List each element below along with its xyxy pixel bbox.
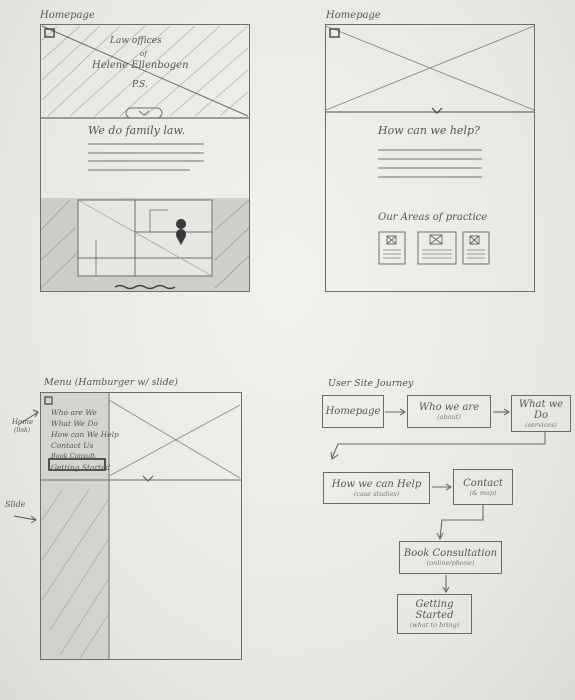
- wireframe1-title: Homepage: [40, 10, 95, 21]
- journey-box-book-consultation: Book Consultation (online/phone): [399, 541, 502, 574]
- journey-box-who-we-are: Who we are (about): [407, 395, 491, 428]
- journey-box-sublabel: (about): [437, 413, 461, 421]
- menu-item-contact[interactable]: Contact Us: [51, 441, 94, 450]
- wireframe1-frame: [40, 24, 250, 292]
- journey-title: User Site Journey: [328, 378, 414, 389]
- journey-box-what-we-do: What we Do (services): [511, 395, 571, 432]
- annotation-slide: Slide: [5, 500, 26, 509]
- wireframe2-title: Homepage: [326, 10, 381, 21]
- journey-box-sublabel: (online/phone): [426, 559, 475, 567]
- journey-box-sublabel: (case studies): [353, 489, 400, 498]
- menu-item-who[interactable]: Who are We: [51, 408, 97, 417]
- help-heading: How can we help?: [378, 124, 480, 137]
- menu-item-how[interactable]: How can We Help: [51, 430, 119, 439]
- journey-box-homepage: Homepage: [322, 395, 384, 428]
- hero-line-3: Helene Ellenbogen: [92, 60, 189, 71]
- journey-box-sublabel: (services): [525, 420, 557, 429]
- menu-item-book[interactable]: Book Consult.: [51, 452, 97, 460]
- wireframe3-title: Menu (Hamburger w/ slide): [44, 377, 178, 388]
- journey-box-sublabel: (what to bring): [409, 621, 460, 629]
- journey-box-how-we-help: How we can Help (case studies): [323, 472, 430, 504]
- journey-box-label: Who we are: [418, 402, 480, 413]
- journey-box-getting-started: Getting Started (what to bring): [397, 594, 472, 634]
- hero-line-2: of: [140, 50, 147, 58]
- tagline: We do family law.: [88, 124, 186, 137]
- annotation-home-link: (link): [14, 427, 31, 434]
- practice-section-title: Our Areas of practice: [378, 212, 488, 223]
- journey-box-contact: Contact (& map): [453, 469, 513, 505]
- journey-box-label: Getting Started: [415, 599, 454, 621]
- journey-box-sublabel: (& map): [469, 488, 497, 497]
- annotation-home: Home: [12, 418, 34, 426]
- wireframe2-frame: [325, 24, 535, 292]
- journey-box-label: Book Consultation: [403, 548, 498, 559]
- menu-item-getting-started[interactable]: Getting Started: [51, 463, 111, 472]
- hamburger-menu-list: Who are We What We Do How can We Help Co…: [51, 407, 119, 473]
- journey-box-label: Contact: [463, 477, 503, 489]
- hero-line-4: P.S.: [132, 80, 148, 90]
- menu-item-what[interactable]: What We Do: [51, 419, 98, 428]
- journey-box-label: Homepage: [325, 406, 381, 417]
- journey-box-label: How we can Help: [331, 478, 422, 490]
- hero-line-1: Law offices: [110, 36, 162, 46]
- wireframe3-frame: [40, 392, 242, 660]
- journey-box-label: What we Do: [518, 398, 564, 421]
